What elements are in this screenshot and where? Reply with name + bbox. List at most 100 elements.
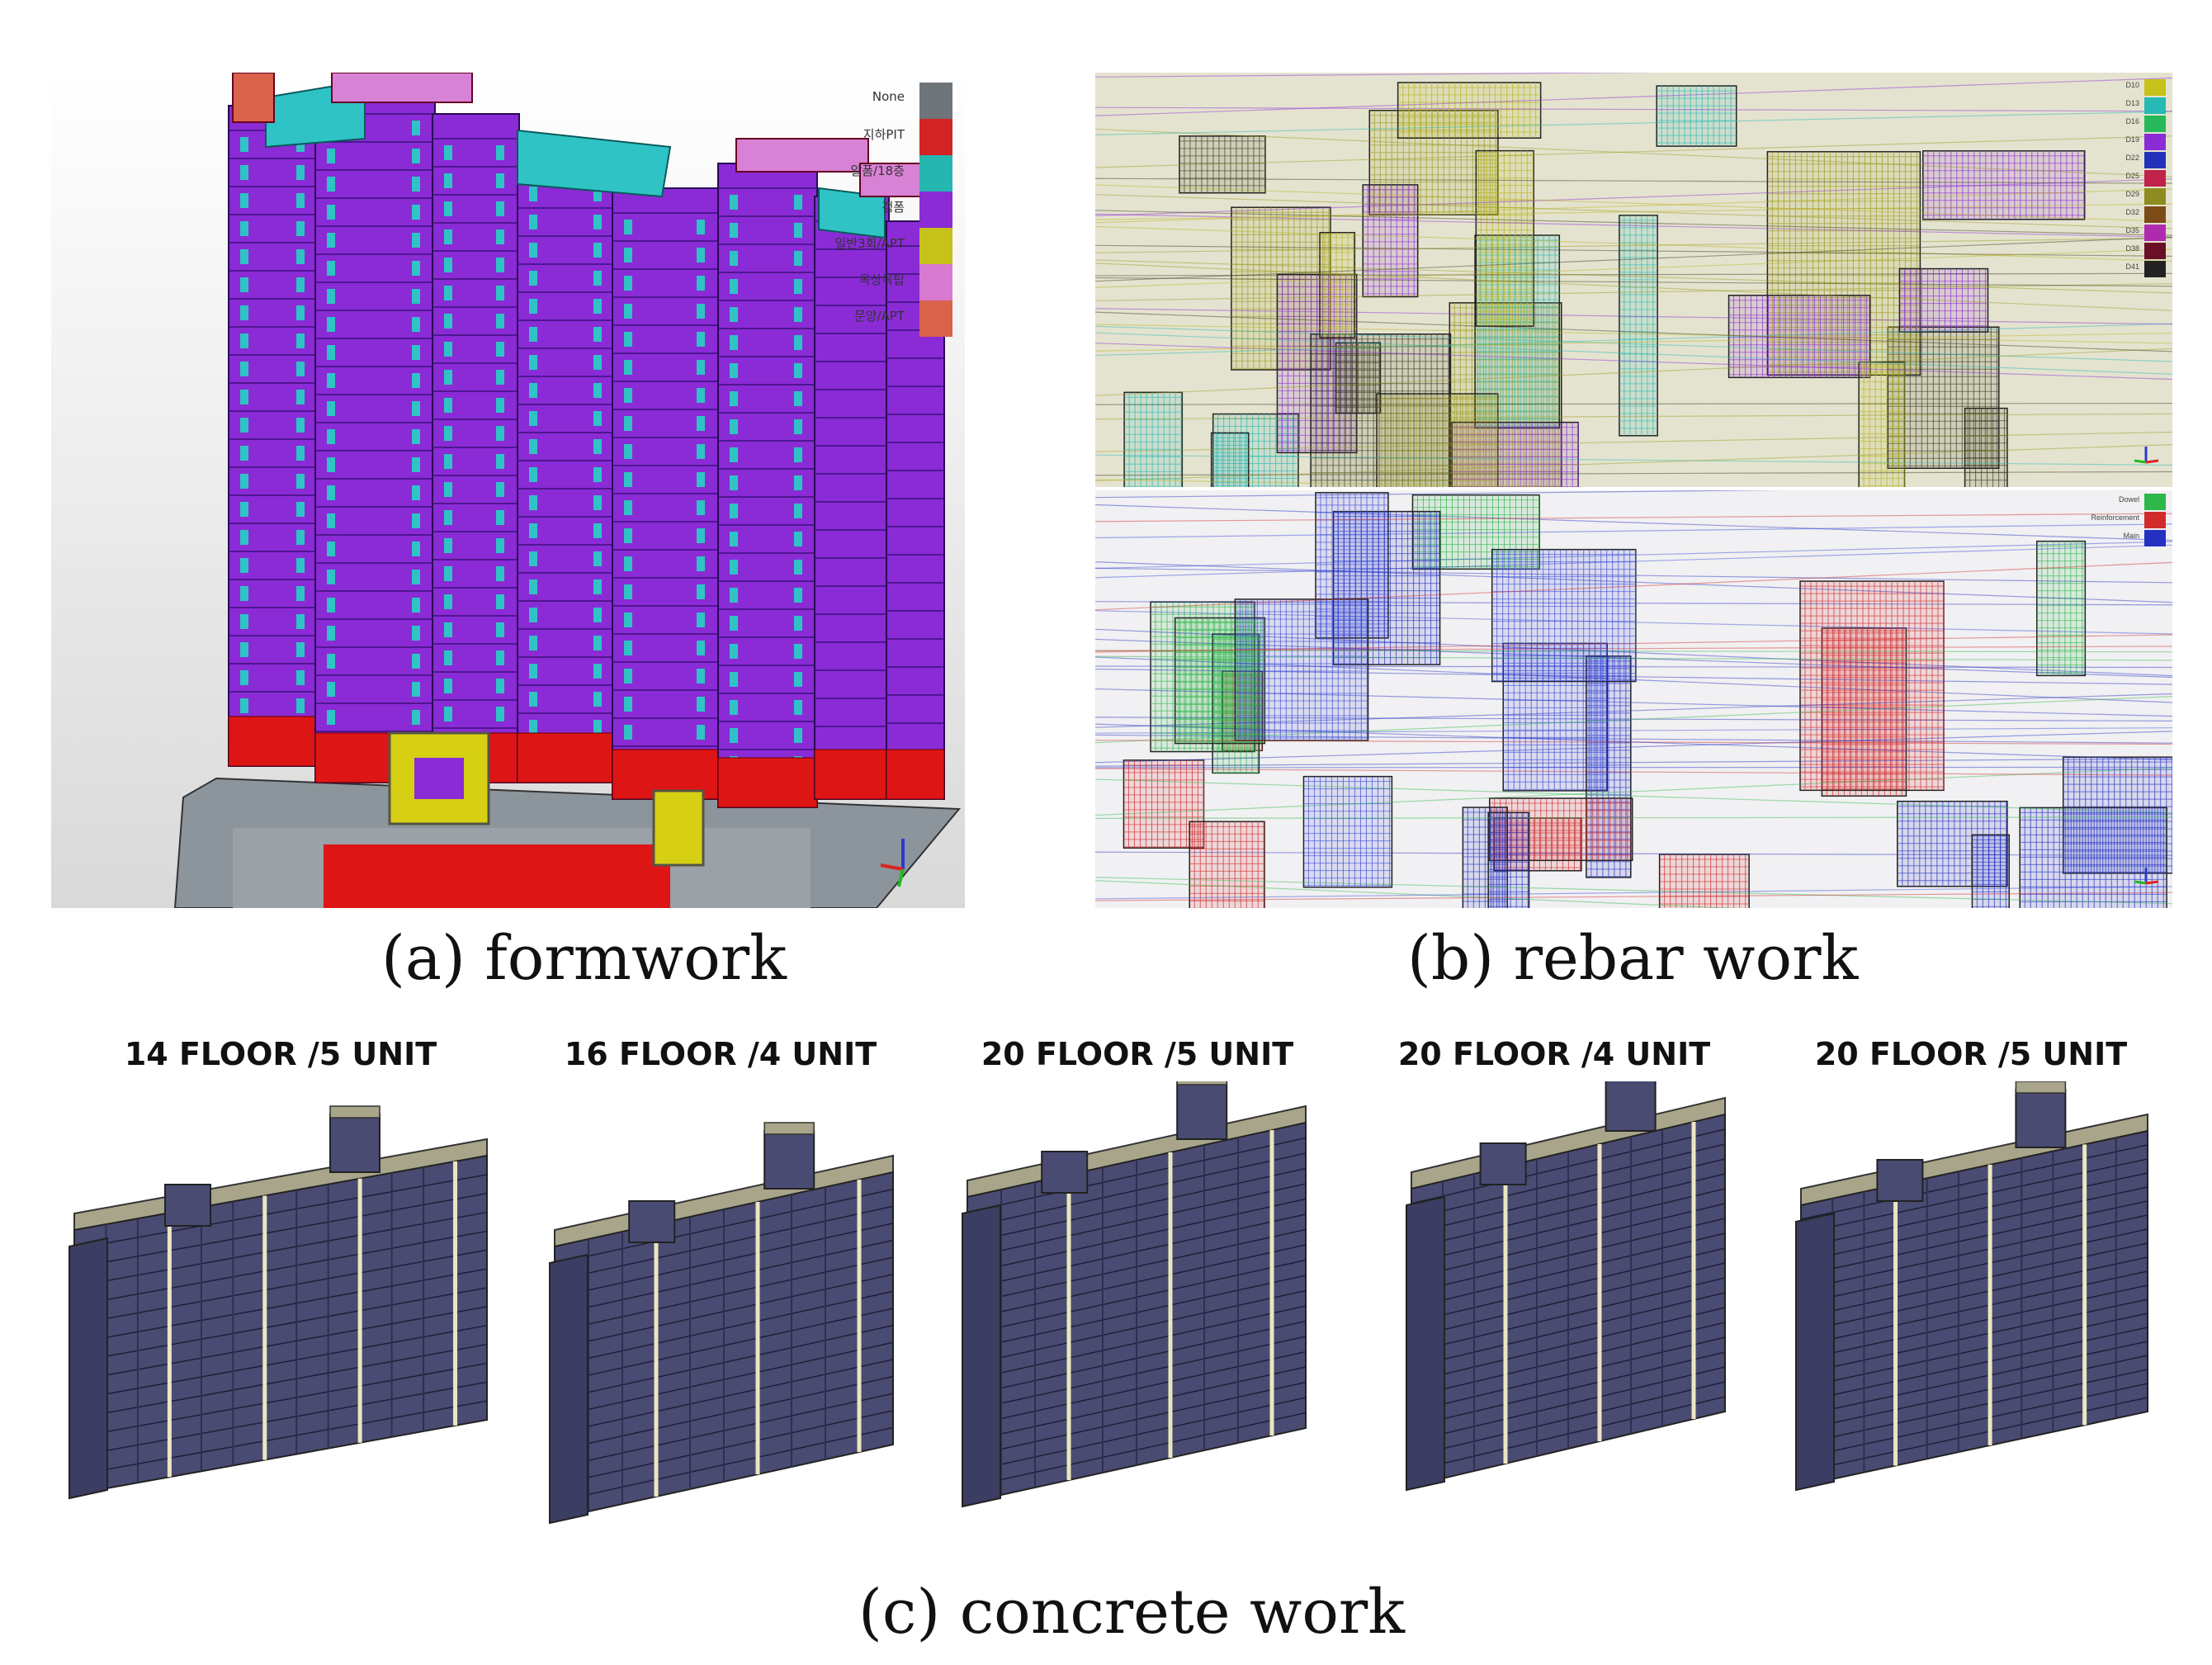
window-cyan [529,355,537,370]
end-wall [549,1253,588,1525]
slab-bar [1095,880,1739,908]
window-cyan [624,248,632,263]
floor-line [1800,1144,2148,1220]
window-cyan [730,504,738,518]
wall-outline [1502,642,1608,792]
slab-bar [1095,816,2172,819]
window-cyan [412,570,420,584]
slab-bar [1095,210,2172,236]
window-cyan [412,513,420,528]
rooftop-core [2015,1089,2067,1148]
window-cyan [730,223,738,238]
legend-label: 옥상옥탑 [858,272,905,287]
slab-bar [1095,513,2172,523]
window-cyan [529,579,537,594]
slab-bar [1095,504,2172,542]
rebar-wall [1619,215,1658,437]
rooftop-pink [331,73,473,103]
slab-bar [1095,740,2172,745]
window-cyan [296,221,305,236]
rebar-legend-label: D10 [2125,81,2139,89]
rebar-legend-row: D16 [2125,116,2166,132]
window-cyan [444,426,452,441]
window-cyan [327,682,335,697]
window-cyan [496,229,504,244]
unit-label-1: 14 FLOOR /5 UNIT [124,1036,437,1072]
floor-line [1800,1313,2148,1388]
wall-outline [1179,135,1266,194]
floor-line [73,1362,488,1439]
window-cyan [529,383,537,398]
window-cyan [412,373,420,388]
window-cyan [240,333,248,348]
slab-bar [1095,544,2172,579]
window-cyan [296,614,305,629]
unit-label-5: 20 FLOOR /5 UNIT [1814,1036,2128,1072]
unit-label-2: 16 FLOOR /4 UNIT [564,1036,877,1072]
axis-gizmo-icon [874,832,932,890]
window-cyan [444,650,452,665]
rooftop-core-cap [763,1122,815,1135]
slab-bar [1095,561,2172,611]
window-cyan [529,187,537,201]
rebar-legend-label: D13 [2125,99,2139,107]
floor-line [73,1174,488,1250]
rebar-legend-row: D29 [2125,188,2166,205]
floor-line [1800,1355,2148,1431]
window-cyan [444,679,452,693]
window-cyan [794,279,802,294]
window-cyan [444,370,452,385]
rebar-legend-label: D41 [2125,263,2139,271]
window-cyan [496,707,504,721]
window-cyan [593,187,602,201]
slab-bar [1095,324,2172,344]
slab-bar [1095,177,2172,184]
window-cyan [730,475,738,490]
legend-label: 알폼/18층 [850,163,905,178]
slab-bar [1095,308,2172,325]
end-wall [962,1204,1001,1508]
window-cyan [412,261,420,276]
rebar-wall [1319,231,1356,338]
floor-line [1800,1228,2148,1304]
rebar-legend-label: D29 [2125,190,2139,198]
window-cyan [240,530,248,545]
window-cyan [496,370,504,385]
window-cyan [794,363,802,378]
window-cyan [296,558,305,573]
slab-bar [1095,471,2172,476]
window-cyan [593,467,602,482]
window-cyan [327,149,335,163]
slab-bar [1095,561,2172,603]
window-cyan [697,697,705,712]
slab-bar [1095,655,2172,661]
slab-bar [1095,734,2172,744]
wall-outline [1475,149,1534,327]
window-cyan [730,532,738,546]
slab-bar [1095,688,2172,717]
window-cyan [593,215,602,229]
rooftop-core [1876,1159,1924,1202]
window-cyan [327,177,335,192]
floor-line [1800,1186,2148,1262]
formwork-building-view [173,73,962,908]
window-cyan [529,411,537,426]
floor-line [1800,1397,2148,1473]
pit-red-band [814,749,890,800]
window-cyan [327,626,335,641]
slab-bar [1095,431,2172,452]
legend-swatch [919,192,952,228]
slab-bar [1095,717,2172,722]
window-cyan [412,149,420,163]
pit-red-band [517,732,617,783]
end-wall [69,1237,108,1500]
window-cyan [296,446,305,461]
window-cyan [327,654,335,669]
window-cyan [697,584,705,599]
window-cyan [730,419,738,434]
slab-bar [1095,213,2172,238]
window-cyan [496,679,504,693]
rebar-wall [2019,806,2167,908]
slab-bar [1095,128,2172,177]
